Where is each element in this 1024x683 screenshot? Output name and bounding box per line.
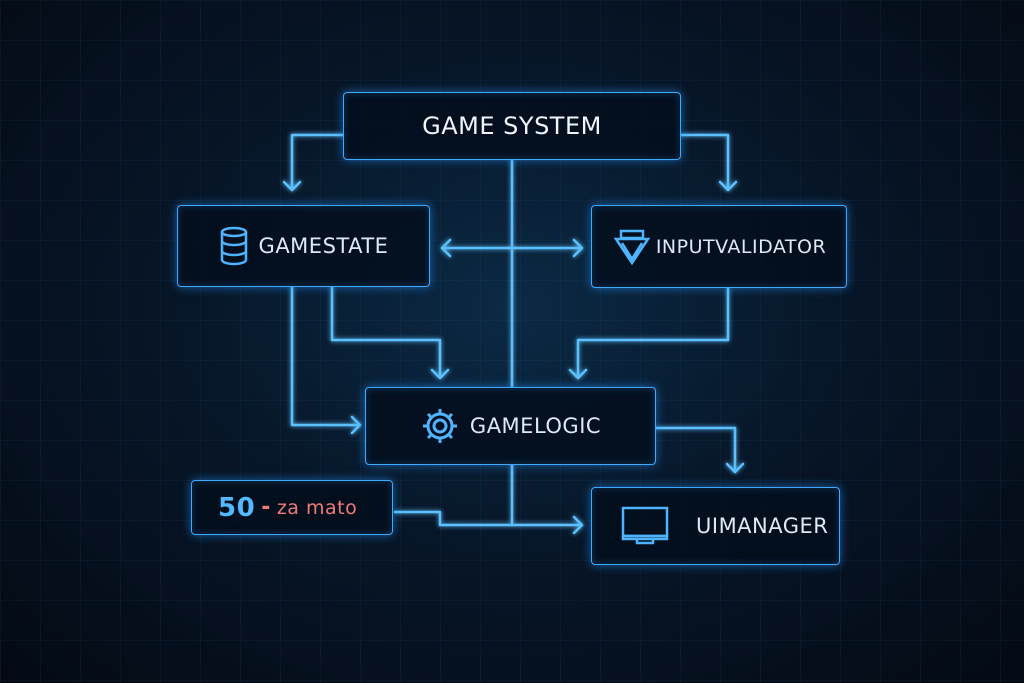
gamelogic-label: GAMELOGIC [469, 414, 602, 438]
edge-gamelogic-uimanager [654, 426, 745, 474]
message-box: 50 - za mato [191, 480, 393, 535]
edge-gamestate-gamelogic-1 [290, 285, 362, 435]
inputvalidator-node[interactable]: INPUTVALIDATOR [591, 205, 847, 288]
database-icon [219, 226, 249, 266]
uimanager-label: UIMANAGER [696, 514, 829, 538]
uimanager-node[interactable]: UIMANAGER [591, 487, 840, 565]
message-text: za mato [276, 496, 358, 519]
gamelogic-node[interactable]: GAMELOGIC [365, 387, 656, 465]
edge-inputvalidator-gamelogic [568, 286, 730, 380]
gamestate-node[interactable]: GAMESTATE [177, 205, 430, 287]
monitor-icon [620, 505, 670, 547]
gamestate-label: GAMESTATE [258, 234, 389, 258]
inputvalidator-label: INPUTVALIDATOR [655, 235, 827, 258]
message-number: 50 [218, 492, 256, 523]
gear-icon [420, 406, 460, 446]
edge-system-inputvalidator [679, 133, 738, 192]
game-system-node[interactable]: GAME SYSTEM [343, 92, 681, 160]
edge-message-uimanager [393, 510, 584, 535]
edge-system-gamestate [282, 133, 345, 192]
message-dash: - [261, 495, 271, 520]
shield-icon [612, 227, 652, 267]
edge-gamestate-gamelogic-2 [330, 285, 450, 380]
edge-gamestate-inputvalidator [440, 238, 584, 258]
game-system-title: GAME SYSTEM [422, 112, 602, 140]
